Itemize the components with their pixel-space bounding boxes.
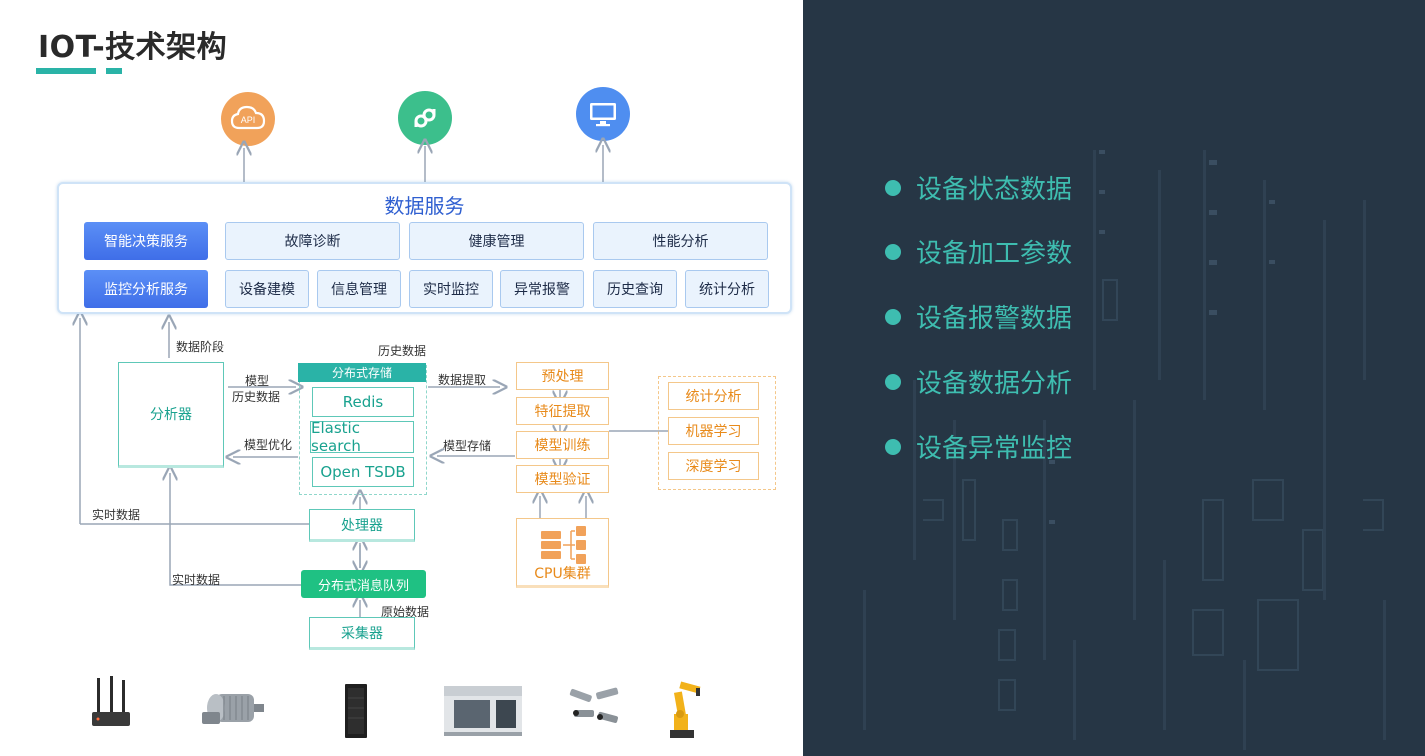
mini-program-icon xyxy=(398,91,452,145)
service-statistical-analysis[interactable]: 统计分析 xyxy=(685,270,769,308)
method-deep-learning[interactable]: 深度学习 xyxy=(668,452,759,480)
pipeline-model-validate[interactable]: 模型验证 xyxy=(516,465,609,493)
monitoring-analysis-service[interactable]: 监控分析服务 xyxy=(84,270,208,308)
left-panel: IOT-技术架构 API xyxy=(0,0,792,738)
title-underline-short xyxy=(106,68,122,74)
service-history-query[interactable]: 历史查询 xyxy=(593,270,677,308)
bullet-text: 设备报警数据 xyxy=(916,304,1073,334)
cpu-cluster-box[interactable]: CPU集群 xyxy=(516,518,609,588)
service-exception-alarm[interactable]: 异常报警 xyxy=(500,270,584,308)
bullet-dot xyxy=(885,243,901,260)
method-statistical-analysis[interactable]: 统计分析 xyxy=(668,382,759,410)
service-fault-diagnosis[interactable]: 故障诊断 xyxy=(225,222,400,260)
analyzer-box[interactable]: 分析器 xyxy=(118,362,224,468)
motor-icon xyxy=(202,694,264,724)
bullet-dot xyxy=(885,179,901,196)
pipeline-preprocess[interactable]: 预处理 xyxy=(516,362,609,390)
storage-elastic-search[interactable]: Elastic search xyxy=(310,419,414,455)
pipeline-model-train[interactable]: 模型训练 xyxy=(516,431,609,459)
storage-open-tsdb[interactable]: Open TSDB xyxy=(312,457,414,487)
diagram-connectors xyxy=(0,0,668,617)
router-icon xyxy=(92,676,130,726)
label-history-data-top: 历史数据 xyxy=(378,344,427,358)
processor-box[interactable]: 处理器 xyxy=(309,509,415,542)
data-service-title: 数据服务 xyxy=(384,194,465,218)
digital-rain-background xyxy=(863,150,1386,750)
service-realtime-monitoring[interactable]: 实时监控 xyxy=(409,270,493,308)
intelligent-decision-service[interactable]: 智能决策服务 xyxy=(84,222,208,260)
service-info-management[interactable]: 信息管理 xyxy=(317,270,401,308)
distributed-storage-header: 分布式存储 xyxy=(298,363,426,382)
bullet-item: 设备异常监控 xyxy=(885,428,1072,465)
service-device-modeling[interactable]: 设备建模 xyxy=(225,270,309,308)
cloud-api-icon: API xyxy=(221,92,275,146)
bullet-item: 设备报警数据 xyxy=(885,298,1072,335)
bullet-item: 设备状态数据 xyxy=(885,169,1072,206)
label-data-extract: 数据提取 xyxy=(438,373,487,387)
sensor-icon xyxy=(569,687,619,724)
server-cluster-icon xyxy=(541,526,586,564)
bullet-text: 设备异常监控 xyxy=(916,434,1073,464)
collector-box[interactable]: 采集器 xyxy=(309,617,415,650)
bullet-dot xyxy=(885,438,901,455)
title-underline xyxy=(36,68,96,74)
robot-arm-icon xyxy=(670,681,701,738)
pipeline-feature-extract[interactable]: 特征提取 xyxy=(516,397,609,425)
bullet-text: 设备状态数据 xyxy=(916,175,1073,205)
method-machine-learning[interactable]: 机器学习 xyxy=(668,417,759,445)
methods-group xyxy=(658,376,776,490)
bullet-dot xyxy=(885,373,901,390)
cpu-cluster-label: CPU集群 xyxy=(534,566,591,582)
api-icon-text: API xyxy=(241,115,256,125)
storage-redis[interactable]: Redis xyxy=(312,387,414,417)
label-history-data-left: 历史数据 xyxy=(232,390,281,404)
bullet-item: 设备加工参数 xyxy=(885,233,1072,270)
label-model: 模型 xyxy=(245,374,270,388)
service-health-management[interactable]: 健康管理 xyxy=(409,222,584,260)
right-panel xyxy=(803,0,1425,756)
bullet-text: 设备数据分析 xyxy=(916,369,1073,399)
service-performance-analysis[interactable]: 性能分析 xyxy=(593,222,768,260)
label-model-store: 模型存储 xyxy=(443,439,492,453)
label-data-stage: 数据阶段 xyxy=(176,340,225,354)
server-cabinet-icon xyxy=(345,684,367,738)
label-model-optimize: 模型优化 xyxy=(244,438,293,452)
data-service-panel: 数据服务 智能决策服务 监控分析服务 故障诊断 健康管理 性能分析 设备建模 信… xyxy=(57,182,792,314)
bullet-text: 设备加工参数 xyxy=(916,239,1073,269)
label-raw-data: 原始数据 xyxy=(381,605,430,619)
label-realtime-data-2: 实时数据 xyxy=(172,573,221,587)
message-queue-box[interactable]: 分布式消息队列 xyxy=(301,570,426,598)
page-title: IOT-技术架构 xyxy=(38,30,228,65)
bullet-item: 设备数据分析 xyxy=(885,363,1072,400)
label-realtime-data-1: 实时数据 xyxy=(92,508,141,522)
monitor-icon xyxy=(576,87,630,141)
cnc-machine-icon xyxy=(444,686,522,736)
bullet-dot xyxy=(885,308,901,325)
